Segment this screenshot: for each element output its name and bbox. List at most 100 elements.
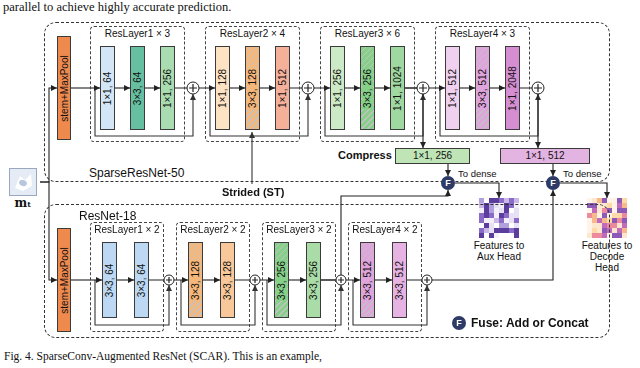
- body-text: parallel to achieve highly accurate pred…: [3, 0, 231, 15]
- connector-arrow: [71, 87, 100, 88]
- to-dense-label: To dense: [458, 168, 497, 179]
- connector-arrow: [375, 279, 392, 280]
- connector-arrow: [40, 182, 57, 280]
- conv-label: 1×1, 1024: [392, 65, 403, 112]
- conv-block: 3×3, 64: [134, 242, 149, 318]
- feature-map: Features to Aux Head: [466, 198, 532, 262]
- compress-label: Compress: [338, 149, 392, 161]
- conv-block: 3×3, 128: [220, 242, 235, 318]
- conv-label: stem+MaxPool: [59, 246, 70, 314]
- input-image: mₜ: [6, 168, 40, 210]
- conv-block: 3×3, 512: [392, 242, 407, 318]
- feature-caption: Features to Aux Head: [466, 240, 532, 262]
- res-layer-group: ResLayer2 × 4 1×1, 128 3×3, 128 1×1, 512: [205, 26, 300, 142]
- add-circle: [250, 275, 260, 285]
- layer-title: ResLayer2 × 4: [220, 28, 285, 40]
- add-cross: [166, 277, 172, 283]
- conv-label: 3×3, 64: [136, 263, 147, 299]
- fuse-symbol: F: [452, 316, 466, 330]
- layer-title: ResLayer2 × 2: [180, 224, 245, 236]
- conv-label: 3×3, 64: [104, 263, 115, 299]
- connector-arrow: [455, 183, 499, 198]
- input-icon: [9, 168, 37, 196]
- compress-block: 1×1, 256: [395, 148, 470, 164]
- conv-block: 1×1, 512: [445, 46, 460, 130]
- res-layer-group: ResLayer1 × 3 1×1, 64 3×3, 64 1×1, 256: [90, 26, 185, 142]
- conv-label: 3×3, 256: [362, 68, 373, 109]
- conv-block: stem+MaxPool: [57, 36, 71, 140]
- add-cross: [252, 277, 258, 283]
- conv-block: 1×1, 64: [100, 46, 115, 130]
- connector-arrow: [405, 88, 423, 148]
- conv-block: 3×3, 256: [360, 46, 375, 130]
- connector-arrow: [375, 87, 390, 88]
- connector-arrow: [490, 87, 505, 88]
- layer-title: ResLayer4 × 2: [352, 224, 417, 236]
- res-layer-group: ResLayer3 × 2 3×3, 256 3×3, 256: [262, 222, 336, 332]
- conv-block: 3×3, 512: [475, 46, 490, 130]
- add-circle: [336, 275, 346, 285]
- fuse-letter: F: [550, 178, 556, 188]
- connector-arrow: [447, 164, 448, 176]
- region-title: SparseResNet-50: [89, 166, 184, 180]
- connector-arrow: [40, 88, 57, 182]
- add-cross: [424, 277, 430, 283]
- add-circle: [302, 82, 314, 94]
- conv-block: 1×1, 256: [160, 46, 175, 130]
- conv-label: 1×1, 512: [525, 150, 564, 162]
- connector-arrow: [260, 87, 275, 88]
- fuse-letter: F: [456, 318, 462, 328]
- conv-label: 3×3, 64: [132, 71, 143, 107]
- layer-title: ResLayer3 × 2: [266, 224, 331, 236]
- conv-block: 3×3, 256: [274, 242, 289, 318]
- to-dense-label: To dense: [563, 168, 602, 179]
- conv-label: 1×1, 64: [102, 71, 113, 107]
- legend-text: Fuse: Add or Concat: [471, 316, 589, 330]
- connector-arrow: [203, 279, 220, 280]
- region-title: ResNet-18: [79, 209, 136, 223]
- connector-arrow: [115, 87, 130, 88]
- res-layer-group: ResLayer3 × 61×1, 2563×3, 2561×1, 1024: [320, 26, 415, 142]
- res-layer-group: ResLayer1 × 23×3, 643×3, 64: [90, 222, 164, 332]
- conv-label: stem+MaxPool: [59, 54, 70, 122]
- conv-block: 3×3, 256: [306, 242, 321, 318]
- add-circle: [532, 82, 544, 94]
- connector-arrow: [71, 279, 102, 280]
- feature-map: Features to Decode Head: [578, 198, 636, 273]
- figure-caption: Fig. 4. SparseConv-Augmented ResNet (SCA…: [4, 350, 322, 362]
- connector-arrow: [289, 279, 306, 280]
- add-cross: [534, 84, 542, 92]
- strided-annotation: Strided (ST): [222, 186, 284, 198]
- conv-label: 3×3, 128: [190, 260, 201, 301]
- connector-arrow: [552, 164, 553, 176]
- connector-arrow: [520, 88, 538, 148]
- conv-label: 3×3, 512: [394, 260, 405, 301]
- conv-label: 1×1, 512: [447, 68, 458, 109]
- conv-label: 3×3, 512: [477, 68, 488, 109]
- add-circle: [417, 82, 429, 94]
- conv-block: 3×3, 64: [102, 242, 117, 318]
- conv-label: 1×1, 256: [162, 68, 173, 109]
- conv-label: 1×1, 2048: [507, 65, 518, 112]
- res-layer-group: ResLayer4 × 2 3×3, 512 3×3, 512: [348, 222, 422, 332]
- conv-block: 3×3, 128: [188, 242, 203, 318]
- connector-arrow: [230, 87, 245, 88]
- input-symbol: mₜ: [14, 196, 31, 210]
- layer-title: ResLayer1 × 3: [105, 28, 170, 40]
- conv-block: 1×1, 128: [215, 46, 230, 130]
- fuse-circle: F: [546, 176, 560, 190]
- conv-label: 1×1, 128: [217, 68, 228, 109]
- connector-arrow: [345, 87, 360, 88]
- feature-caption: Features to Decode Head: [578, 240, 636, 273]
- conv-block: stem+MaxPool: [57, 228, 71, 332]
- conv-block: 1×1, 1024: [390, 46, 405, 130]
- conv-label: 1×1, 512: [277, 68, 288, 109]
- add-cross: [338, 277, 344, 283]
- conv-label: 1×1, 256: [413, 150, 452, 162]
- conv-block: 1×1, 2048: [505, 46, 520, 130]
- strided-leader: [251, 132, 252, 184]
- conv-block: 3×3, 512: [360, 242, 375, 318]
- conv-block: 3×3, 128: [245, 46, 260, 130]
- res-layer-group: ResLayer4 × 31×1, 5123×3, 5121×1, 2048: [435, 26, 530, 142]
